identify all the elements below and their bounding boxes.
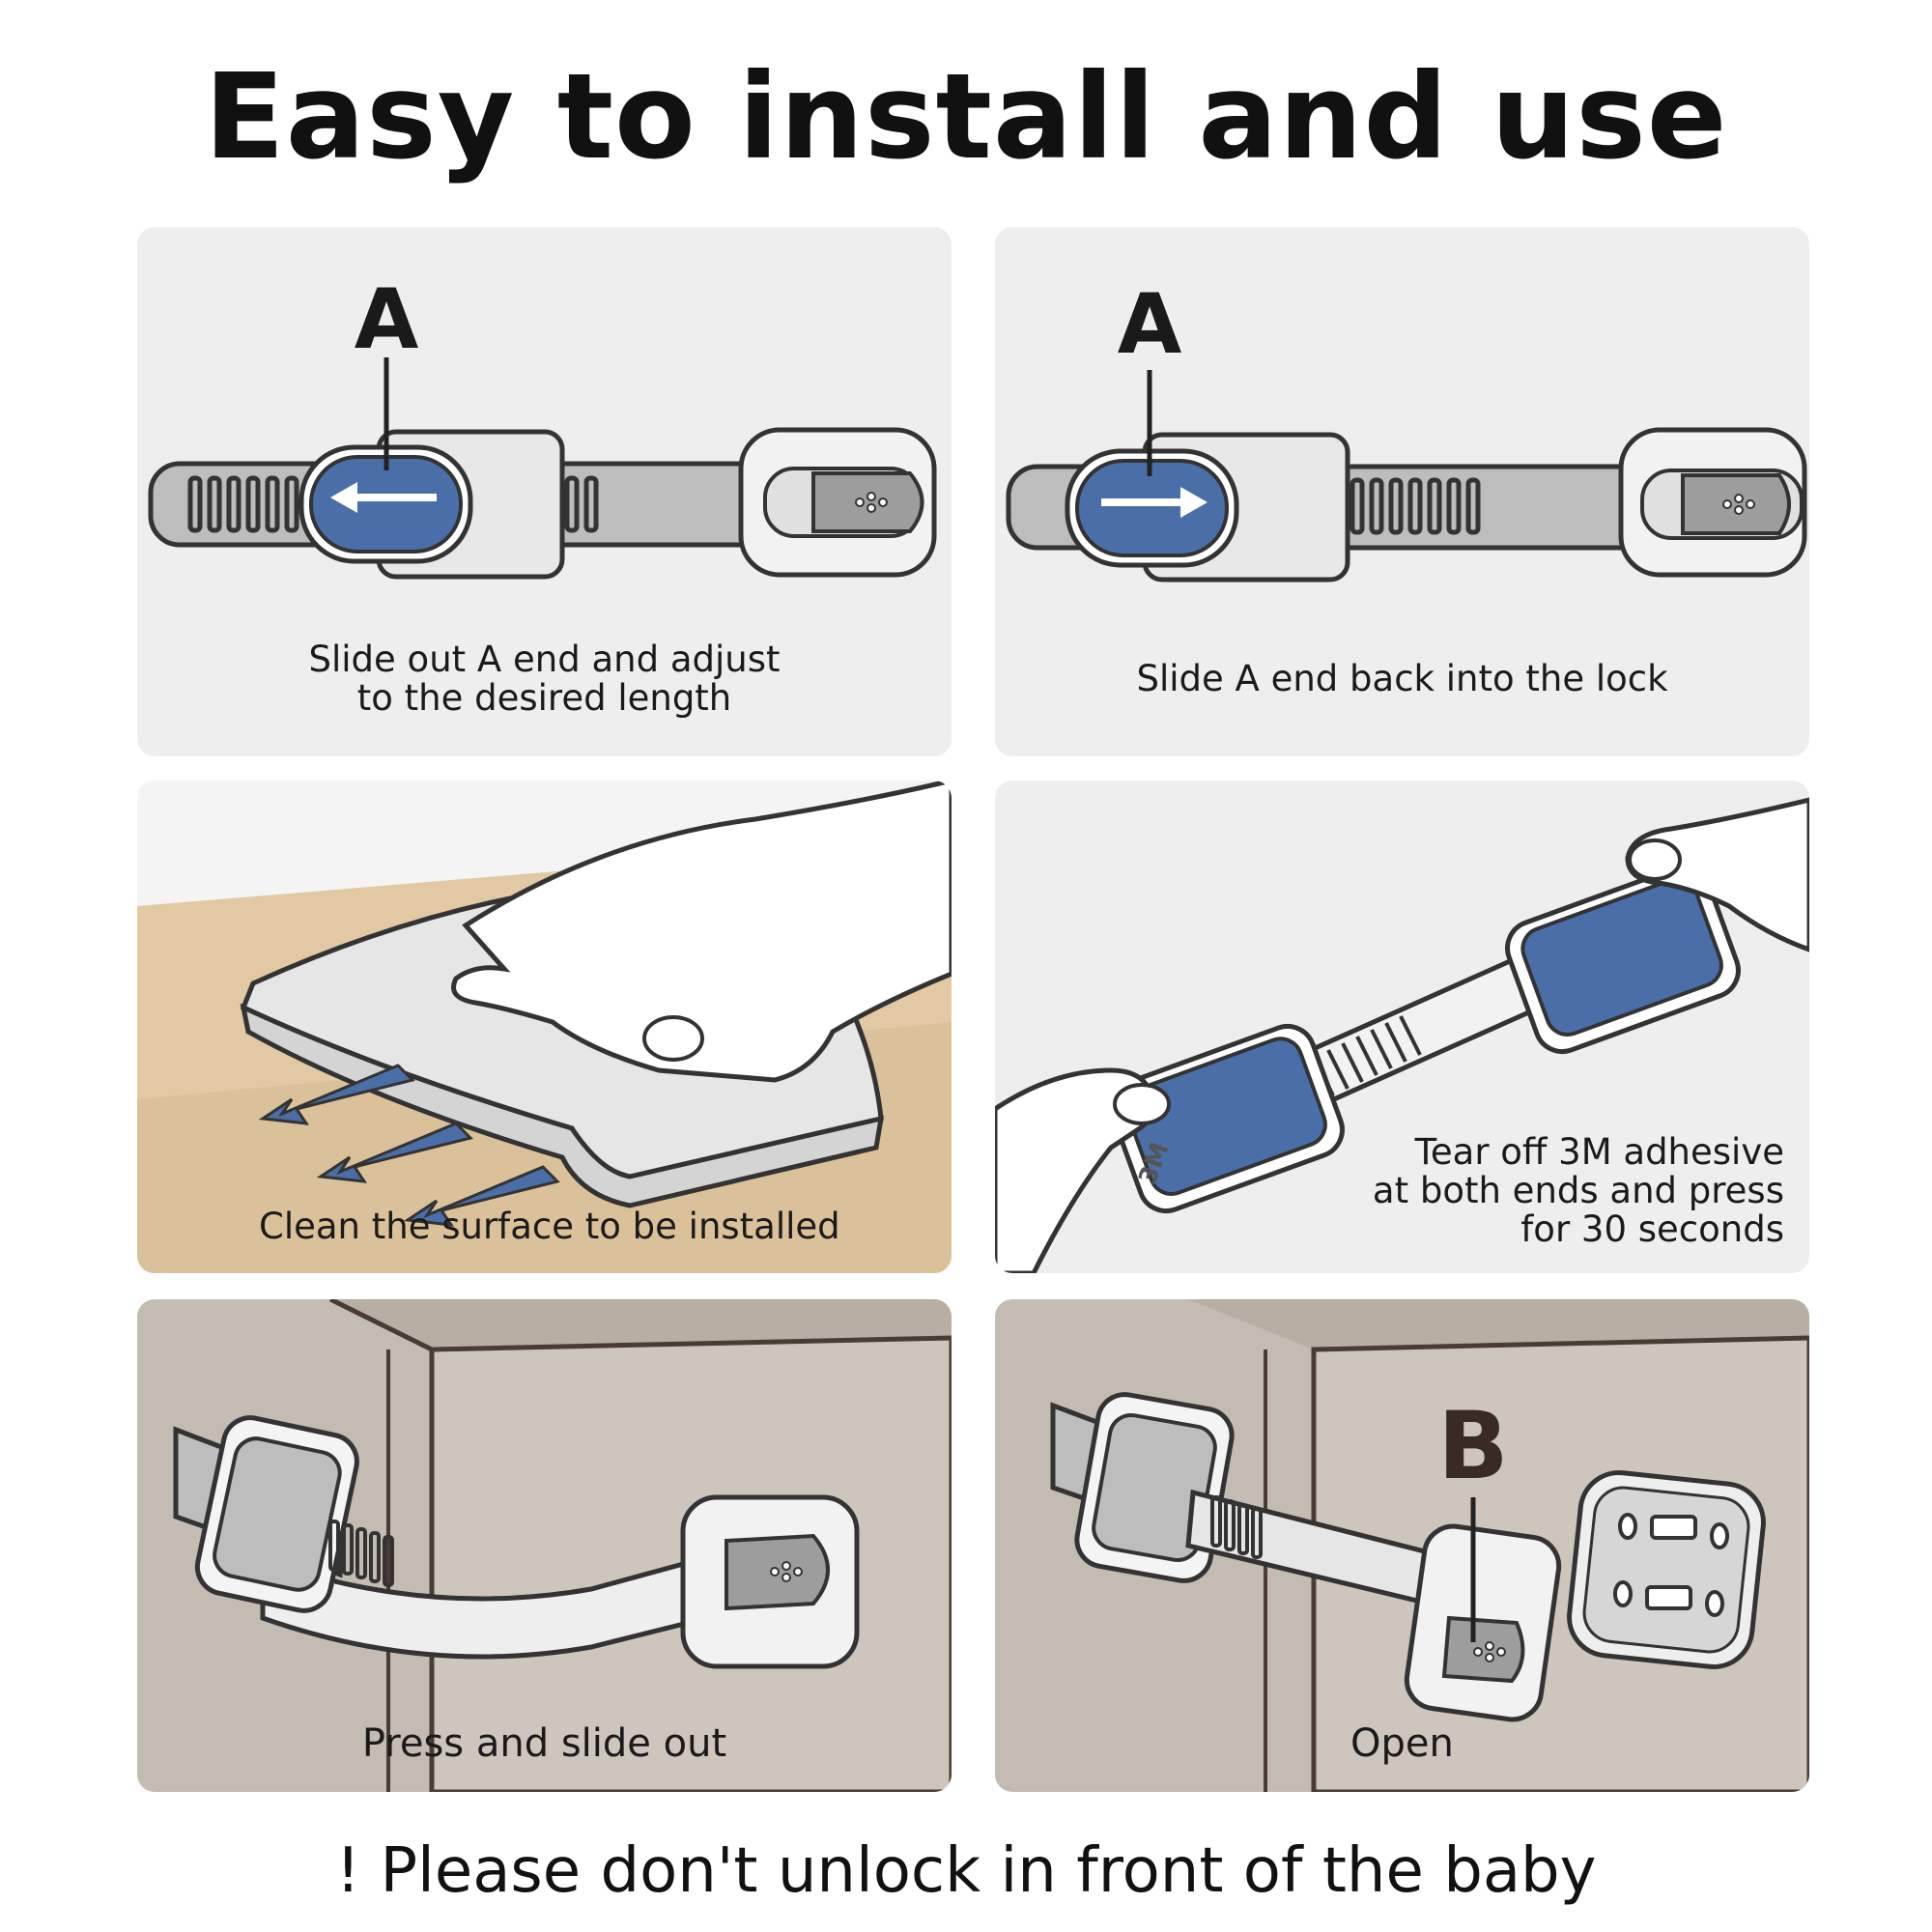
label-a: A — [1118, 276, 1182, 373]
page-title: Easy to install and use — [204, 48, 1728, 185]
step-5-caption: Press and slide out — [361, 1721, 727, 1766]
step-2-caption: Slide A end back into the lock — [1136, 658, 1668, 699]
cabinet-open-illustration: B — [1050, 1299, 1809, 1792]
step-panel-2: A Slide A end back into the lock — [995, 227, 1809, 756]
warning-footer: ! Please don't unlock in front of the ba… — [335, 1835, 1597, 1907]
strap-extend-illustration: A — [148, 271, 937, 580]
clean-surface-illustration — [137, 781, 952, 1273]
step-panel-6: B Open — [995, 1299, 1809, 1792]
adhesive-peel-illustration: 3M — [995, 797, 1809, 1273]
label-b: B — [1437, 1392, 1508, 1500]
step-panel-5: Press and slide out — [137, 1299, 952, 1792]
step-3-caption: Clean the surface to be installed — [259, 1206, 840, 1247]
strap-retract-illustration: A — [1006, 276, 1807, 582]
step-6-caption: Open — [1350, 1721, 1454, 1766]
step-panel-3: Clean the surface to be installed — [137, 781, 952, 1273]
cabinet-lock-illustration — [173, 1299, 952, 1792]
label-a: A — [355, 271, 419, 368]
